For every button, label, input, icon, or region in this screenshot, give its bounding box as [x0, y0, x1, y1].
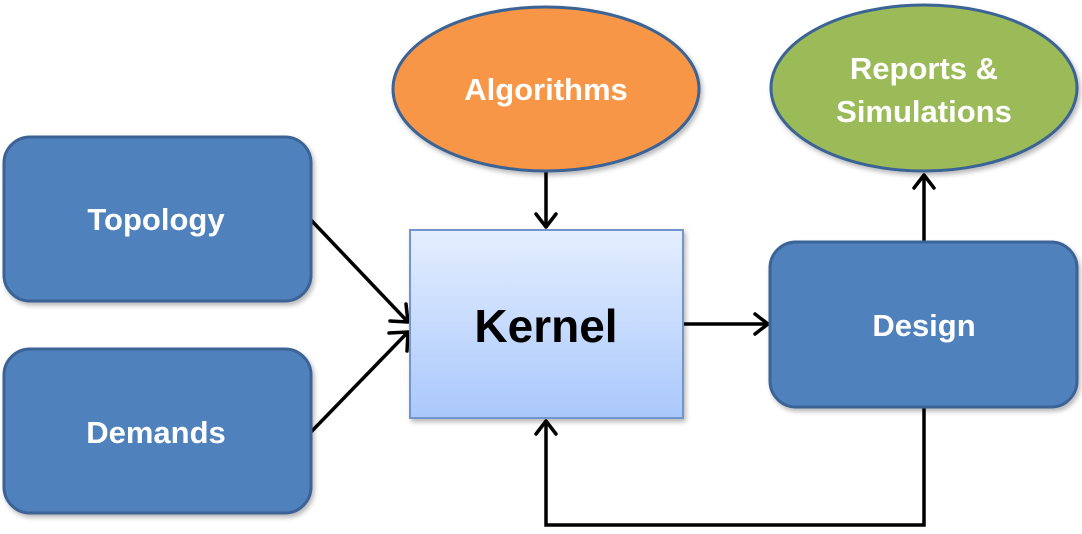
reports-label-line2: Simulations [836, 94, 1012, 129]
edge-design-to-reports [912, 173, 936, 241]
edges [309, 172, 936, 527]
edge-topology-to-kernel [309, 218, 410, 324]
edge-kernel-to-design [684, 312, 770, 336]
edge-algorithms-to-kernel [534, 172, 558, 229]
demands-node [2, 347, 313, 515]
design-label: Design [872, 308, 975, 343]
topology-label: Topology [87, 202, 225, 237]
demands-label: Demands [86, 415, 226, 450]
algorithms-label: Algorithms [464, 72, 628, 107]
algorithms-node [391, 5, 701, 173]
edge-design-to-kernel-feedback [534, 408, 926, 527]
edge-demands-to-kernel [309, 330, 410, 434]
kernel-label: Kernel [474, 300, 617, 352]
reports-simulations-node [769, 3, 1079, 173]
reports-label-line1: Reports & [850, 51, 998, 86]
topology-node [2, 135, 313, 303]
design-node [768, 240, 1079, 409]
kernel-node [409, 229, 684, 419]
